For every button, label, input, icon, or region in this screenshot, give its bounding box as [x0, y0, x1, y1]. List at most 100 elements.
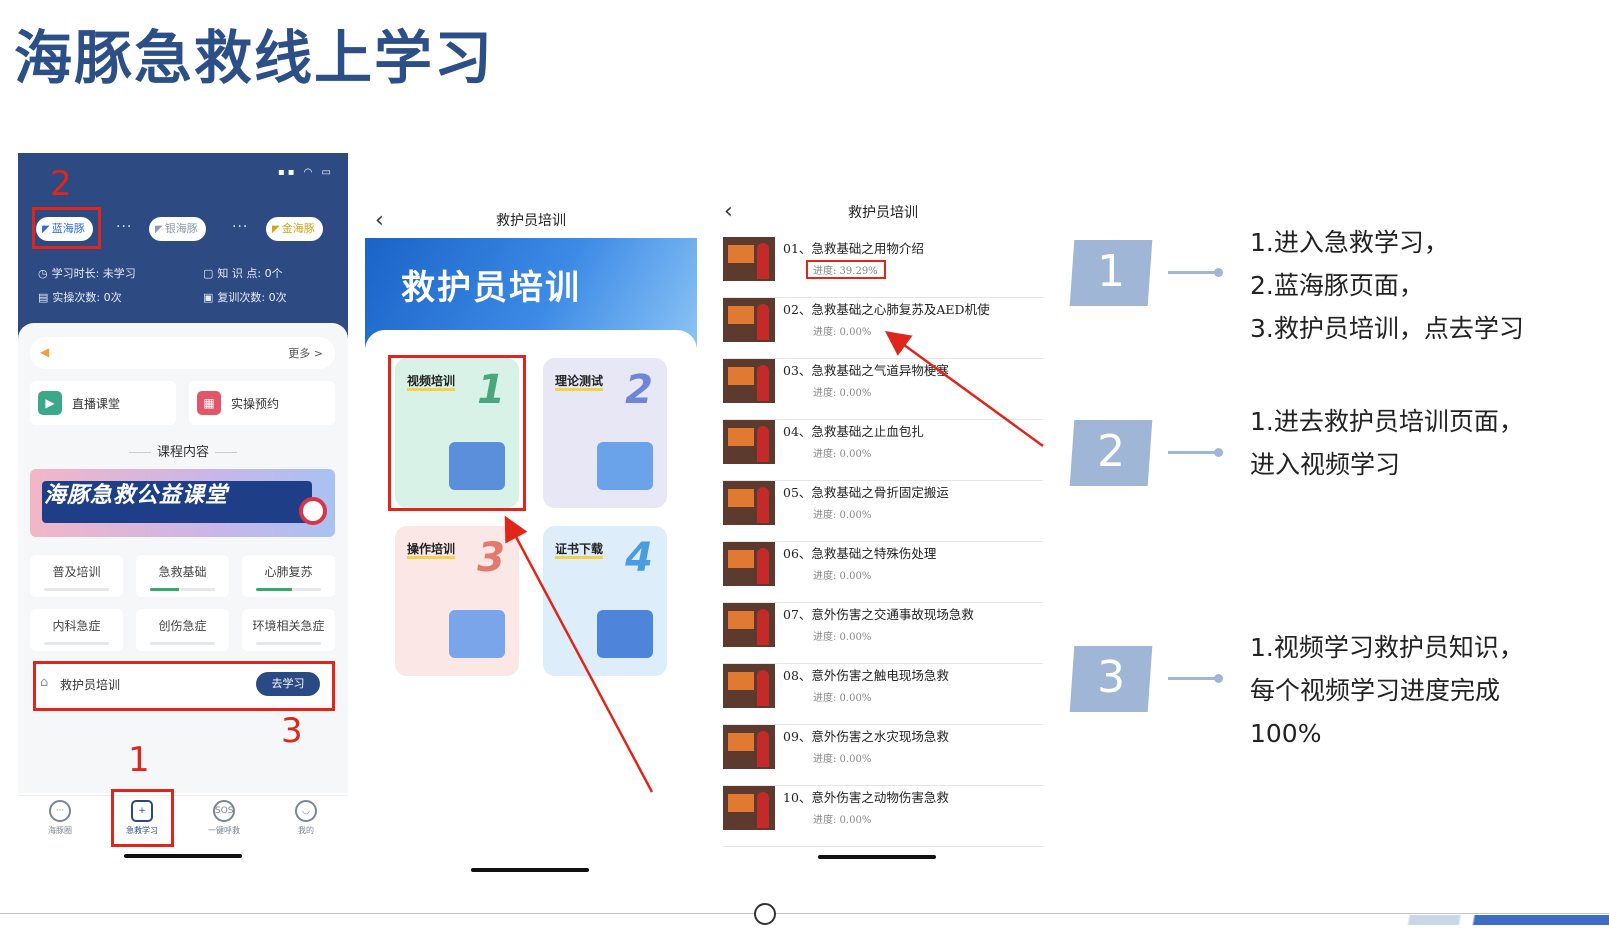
rescuer-training-row[interactable]: ⌂ 救护员培训 去学习	[36, 663, 330, 705]
level-separator: ···	[116, 219, 133, 235]
lesson-thumbnail	[723, 786, 775, 830]
speaker-icon: ◀	[40, 345, 50, 359]
back-arrow-icon[interactable]: ‹	[724, 199, 733, 224]
lesson-thumbnail	[723, 420, 775, 464]
lesson-item[interactable]: 03、急救基础之气道异物梗塞进度: 0.00%	[723, 359, 1043, 420]
home-content: ◀ 更多 > ▶ 直播课堂 ▦ 实操预约 课程内容 海豚急救公益课堂 普及培训 …	[18, 323, 348, 793]
page-title: 救护员培训	[496, 213, 566, 229]
lesson-item[interactable]: 08、意外伤害之触电现场急救进度: 0.00%	[723, 664, 1043, 725]
level-label: 蓝海豚	[51, 222, 85, 235]
magnifier-icon	[299, 497, 327, 525]
level-label: 银海豚	[164, 222, 198, 235]
lesson-item[interactable]: 09、意外伤害之水灾现场急救进度: 0.00%	[723, 725, 1043, 786]
step-1-text: 1.进入急救学习， 2.蓝海豚页面， 3.救护员培训，点去学习	[1250, 228, 1524, 343]
tab-first-aid-study[interactable]: +急救学习	[112, 800, 172, 836]
tv-icon: ▶	[38, 391, 62, 415]
back-arrow-icon[interactable]: ‹	[375, 208, 384, 233]
lesson-progress: 进度: 0.00%	[813, 754, 872, 765]
home-header: ▪▪ ◠ ▭ ◤蓝海豚 ··· ◤银海豚 ··· ◤金海豚 ◷学习时长: 未学习…	[18, 153, 348, 348]
live-class-button[interactable]: ▶ 直播课堂	[30, 381, 176, 425]
dolphin-icon: ◤	[155, 224, 163, 235]
go-study-button[interactable]: 去学习	[256, 672, 320, 696]
clock-icon: ◷	[38, 267, 48, 280]
lesson-progress: 进度: 0.00%	[813, 571, 872, 582]
annotation-number-2: 2	[50, 164, 72, 204]
lesson-progress: 进度: 0.00%	[813, 510, 872, 521]
slide-footer-line	[0, 913, 1609, 914]
document-illustration-icon	[597, 442, 653, 490]
chat-icon: ···	[49, 800, 71, 822]
slide-title: 海豚急救线上学习	[14, 24, 495, 92]
highlight-lesson-progress	[806, 260, 886, 279]
lesson-item[interactable]: 01、急救基础之用物介绍进度: 39.29%	[723, 237, 1043, 298]
book-icon: ▢	[203, 267, 214, 280]
step-connector	[1168, 268, 1223, 277]
banner-text: 海豚急救公益课堂	[44, 483, 229, 508]
lesson-item[interactable]: 07、意外伤害之交通事故现场急救进度: 0.00%	[723, 603, 1043, 664]
lesson-item[interactable]: 04、急救基础之止血包扎进度: 0.00%	[723, 420, 1043, 481]
card-theory-test[interactable]: 理论测试 2	[543, 358, 667, 508]
tab-dolphin-circle[interactable]: ···海豚圈	[30, 800, 90, 836]
category-first-aid-basics[interactable]: 急救基础	[136, 555, 229, 597]
step-badge-1: 1	[1069, 240, 1153, 306]
level-tab-silver-dolphin[interactable]: ◤银海豚	[149, 217, 206, 241]
lesson-progress: 进度: 0.00%	[813, 693, 872, 704]
category-medical-emergency[interactable]: 内科急症	[30, 609, 123, 651]
phone-lesson-list: ‹ 救护员培训 01、急救基础之用物介绍进度: 39.29% 02、急救基础之心…	[718, 183, 1048, 883]
dolphin-icon: ◤	[42, 224, 50, 235]
lesson-progress: 进度: 0.00%	[813, 388, 872, 399]
step-badge-2: 2	[1069, 420, 1153, 486]
lesson-progress: 进度: 0.00%	[813, 632, 872, 643]
lesson-thumbnail	[723, 359, 775, 403]
lesson-item[interactable]: 02、急救基础之心肺复苏及AED机使进度: 0.00%	[723, 298, 1043, 359]
stat-knowledge-points: ▢知 识 点: 0个	[203, 267, 283, 280]
more-link[interactable]: 更多 >	[288, 347, 323, 360]
category-popular-training[interactable]: 普及培训	[30, 555, 123, 597]
lesson-item[interactable]: 10、意外伤害之动物伤害急救进度: 0.00%	[723, 786, 1043, 847]
slide-nav-circle-icon[interactable]	[754, 903, 776, 925]
lesson-item[interactable]: 05、急救基础之骨折固定搬运进度: 0.00%	[723, 481, 1043, 542]
category-cpr[interactable]: 心肺复苏	[242, 555, 335, 597]
lesson-thumbnail	[723, 542, 775, 586]
page-title: 救护员培训	[848, 205, 918, 221]
home-indicator	[124, 854, 242, 858]
lesson-thumbnail	[723, 664, 775, 708]
notice-bar[interactable]: ◀ 更多 >	[30, 337, 335, 369]
level-tab-blue-dolphin[interactable]: ◤蓝海豚	[36, 217, 93, 241]
hero-banner: 救护员培训	[365, 238, 697, 348]
phone-home-screen: ▪▪ ◠ ▭ ◤蓝海豚 ··· ◤银海豚 ··· ◤金海豚 ◷学习时长: 未学习…	[18, 153, 348, 868]
card-certificate-download[interactable]: 证书下载 4	[543, 526, 667, 676]
category-environmental-emergency[interactable]: 环境相关急症	[242, 609, 335, 651]
home-indicator	[818, 855, 936, 859]
lesson-item[interactable]: 06、急救基础之特殊伤处理进度: 0.00%	[723, 542, 1043, 603]
stat-review-count: ▣复训次数: 0次	[203, 291, 287, 304]
hero-title: 救护员培训	[401, 268, 581, 308]
lesson-thumbnail	[723, 725, 775, 769]
rescuer-training-label: 救护员培训	[60, 678, 121, 692]
lesson-thumbnail	[723, 298, 775, 342]
highlight-rescuer-training	[33, 661, 335, 711]
practice-booking-button[interactable]: ▦ 实操预约	[189, 381, 335, 425]
tab-profile[interactable]: ◡我的	[276, 800, 336, 836]
course-banner[interactable]: 海豚急救公益课堂	[30, 469, 335, 537]
level-tab-gold-dolphin[interactable]: ◤金海豚	[266, 217, 323, 241]
lesson-progress: 进度: 0.00%	[813, 449, 872, 460]
highlight-blue-dolphin	[32, 207, 101, 249]
category-trauma-emergency[interactable]: 创伤急症	[136, 609, 229, 651]
lesson-progress: 进度: 0.00%	[813, 815, 872, 826]
phone-rescuer-training: ‹ 救护员培训 救护员培训 视频培训 1 理论测试 2 操作培训 3 证书下载 …	[365, 166, 697, 878]
dolphin-icon: ◤	[272, 224, 280, 235]
lesson-thumbnail	[723, 603, 775, 647]
decorative-corner-stripe	[1390, 915, 1609, 925]
review-icon: ▣	[203, 291, 214, 304]
section-title: 课程内容	[18, 441, 348, 460]
card-practical-training[interactable]: 操作培训 3	[395, 526, 519, 676]
annotation-number-3: 3	[281, 711, 303, 751]
level-separator: ···	[232, 219, 249, 235]
card-video-training[interactable]: 视频培训 1	[395, 358, 519, 508]
stat-practice-count: ▤实操次数: 0次	[38, 291, 122, 304]
status-bar-icons: ▪▪ ◠ ▭	[277, 167, 334, 178]
stat-study-time: ◷学习时长: 未学习	[38, 267, 136, 280]
